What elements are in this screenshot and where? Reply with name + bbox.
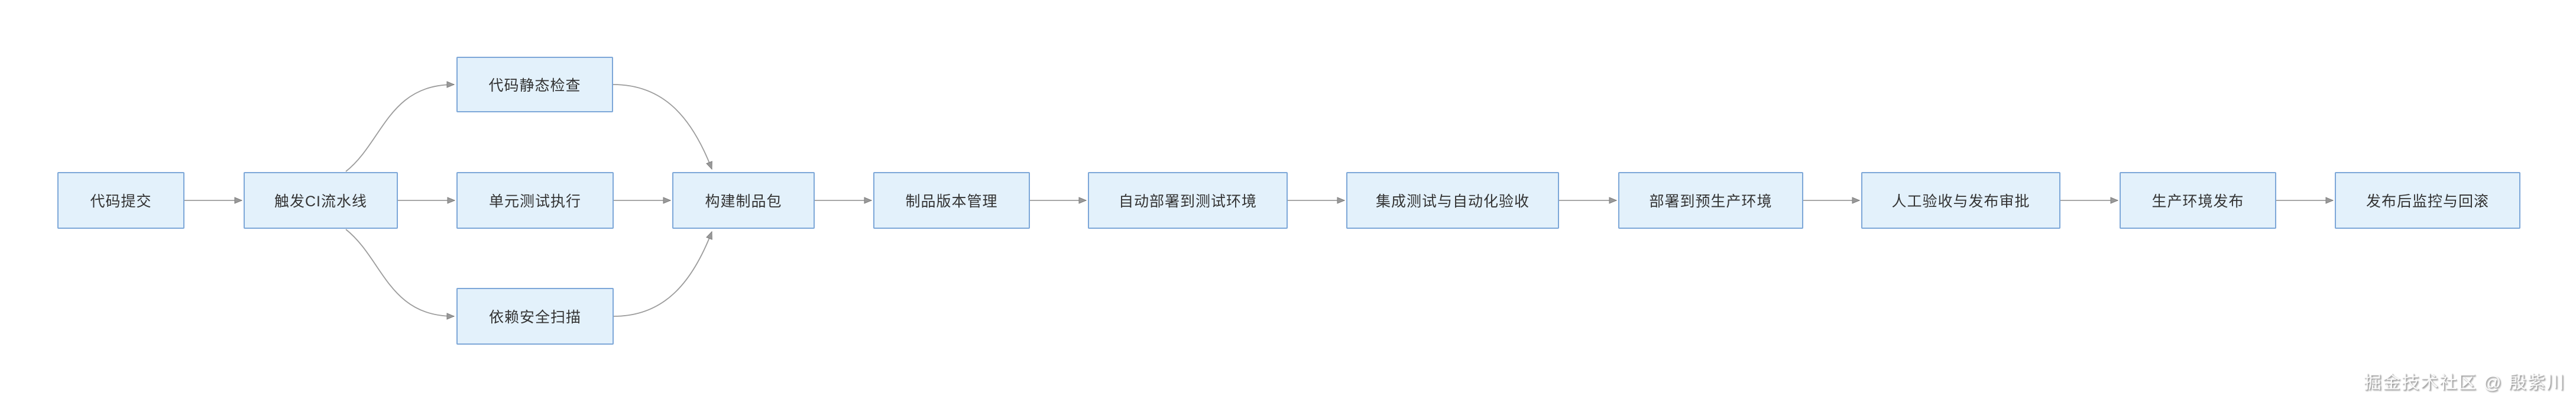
node-unit-test: 单元测试执行 (456, 172, 614, 229)
watermark: 掘金技术社区 @ 殷紫川 (2363, 373, 2565, 393)
node-label: 发布后监控与回滚 (2366, 193, 2489, 210)
node-artifact-version: 制品版本管理 (873, 172, 1030, 229)
node-label: 依赖安全扫描 (488, 309, 581, 326)
edge-static-to-build (613, 84, 712, 169)
node-prod-release: 生产环境发布 (2120, 172, 2276, 229)
node-label: 集成测试与自动化验收 (1375, 193, 1530, 210)
node-deploy-test-env: 自动部署到测试环境 (1088, 172, 1288, 229)
edge-depscan-to-build (613, 232, 712, 317)
node-monitor-rollback: 发布后监控与回滚 (2335, 172, 2520, 229)
node-label: 制品版本管理 (905, 193, 998, 210)
node-deploy-staging: 部署到预生产环境 (1618, 172, 1803, 229)
node-integration-test: 集成测试与自动化验收 (1346, 172, 1559, 229)
node-manual-approval: 人工验收与发布审批 (1861, 172, 2060, 229)
node-label: 部署到预生产环境 (1649, 193, 1773, 210)
node-label: 代码提交 (90, 193, 152, 210)
node-trigger-ci: 触发CI流水线 (244, 172, 398, 229)
node-label: 生产环境发布 (2151, 193, 2244, 210)
node-build-artifact: 构建制品包 (672, 172, 815, 229)
edge-trigger-to-static (345, 85, 454, 172)
node-label: 单元测试执行 (488, 193, 581, 210)
node-dependency-scan: 依赖安全扫描 (456, 288, 614, 345)
node-static-check: 代码静态检查 (456, 57, 613, 112)
node-label: 人工验收与发布审批 (1891, 193, 2030, 210)
node-code-commit: 代码提交 (57, 172, 184, 229)
edge-trigger-to-depscan (345, 229, 454, 316)
node-label: 构建制品包 (705, 193, 782, 210)
node-label: 自动部署到测试环境 (1118, 193, 1257, 210)
node-label: 代码静态检查 (488, 77, 581, 94)
node-label: 触发CI流水线 (274, 193, 367, 210)
